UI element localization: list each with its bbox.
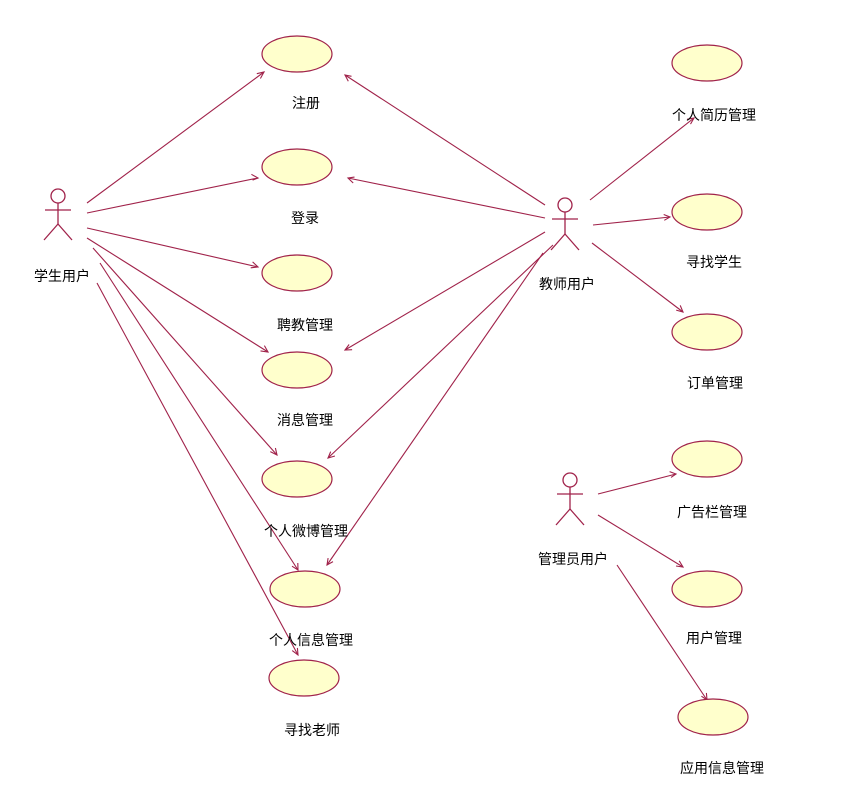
actor-right-leg <box>564 233 580 251</box>
labels: 学生用户 教师用户 管理员用户 注册 登录 聘教管理 消息管理 个人微博管理 个… <box>34 96 764 777</box>
usecase-label-user-mgmt: 用户管理 <box>686 630 742 647</box>
actor-label-teacher: 教师用户 <box>539 276 595 293</box>
assoc-admin-ad <box>597 473 677 495</box>
assoc-teacher-resume <box>589 117 695 201</box>
usecase-app-info[interactable] <box>677 698 749 736</box>
usecase-order[interactable] <box>671 313 743 351</box>
arrowhead <box>343 74 352 82</box>
usecase-label-hire: 聘教管理 <box>277 318 333 334</box>
actor-right-leg <box>569 508 585 526</box>
usecase-hire[interactable] <box>261 254 333 292</box>
usecase-ad[interactable] <box>671 440 743 478</box>
arrowhead <box>270 447 278 457</box>
arrowhead <box>686 117 696 125</box>
assoc-student-find-teacher <box>96 282 299 656</box>
arrowhead <box>669 471 678 478</box>
usecase-login[interactable] <box>261 148 333 186</box>
usecase-label-order: 订单管理 <box>687 376 743 392</box>
actor-admin[interactable] <box>555 472 585 526</box>
usecase-weibo[interactable] <box>261 460 333 498</box>
actor-left-leg <box>555 508 571 526</box>
usecase-label-register: 注册 <box>292 96 320 112</box>
assoc-student-message <box>86 237 269 353</box>
usecase-message[interactable] <box>261 351 333 389</box>
usecase-find-student[interactable] <box>671 193 743 231</box>
arrowhead <box>327 451 336 459</box>
arrowhead <box>343 344 353 351</box>
actor-head <box>50 188 66 204</box>
usecase-resume[interactable] <box>671 44 743 82</box>
actor-left-leg <box>43 223 59 241</box>
assoc-teacher-register <box>344 74 546 206</box>
actor-student[interactable] <box>43 188 73 241</box>
assoc-teacher-login <box>347 177 546 219</box>
usecase-label-app-info: 应用信息管理 <box>680 760 764 777</box>
use-cases <box>261 35 749 736</box>
assoc-student-register <box>86 71 265 204</box>
arrowhead <box>326 558 334 567</box>
usecase-register[interactable] <box>261 35 333 73</box>
usecase-user-mgmt[interactable] <box>671 570 743 608</box>
assoc-admin-app-info <box>616 564 708 701</box>
actor-head <box>557 197 573 213</box>
arrowhead <box>291 647 299 657</box>
actor-teacher[interactable] <box>550 197 580 251</box>
assoc-admin-user-mgmt <box>597 514 684 568</box>
usecase-label-weibo: 个人微博管理 <box>264 523 348 540</box>
association-lines <box>86 71 708 702</box>
arrowhead <box>291 562 299 572</box>
actor-right-leg <box>57 223 73 241</box>
usecase-label-resume: 个人简历管理 <box>672 107 756 124</box>
usecase-label-find-student: 寻找学生 <box>686 255 742 271</box>
arrowhead <box>250 261 260 269</box>
actor-label-admin: 管理员用户 <box>538 551 608 568</box>
usecase-label-ad: 广告栏管理 <box>677 505 747 521</box>
assoc-teacher-find-student <box>592 216 671 226</box>
actor-label-student: 学生用户 <box>34 268 90 285</box>
actor-head <box>562 472 578 488</box>
arrowhead <box>251 173 260 181</box>
arrowhead <box>675 560 685 568</box>
usecase-label-login: 登录 <box>291 211 319 227</box>
assoc-student-login <box>86 177 259 214</box>
arrowhead <box>256 71 266 79</box>
usecase-profile[interactable] <box>269 570 341 608</box>
assoc-student-hire <box>86 227 259 268</box>
usecase-label-profile: 个人信息管理 <box>269 632 353 649</box>
arrowhead <box>346 176 355 184</box>
assoc-teacher-order <box>591 242 684 313</box>
actor-left-leg <box>550 233 566 251</box>
assoc-teacher-profile <box>326 252 544 566</box>
arrowhead <box>676 305 684 313</box>
usecase-find-teacher[interactable] <box>268 659 340 697</box>
assoc-student-profile <box>99 262 299 571</box>
assoc-student-weibo <box>92 247 278 456</box>
usecase-label-find-teacher: 寻找老师 <box>284 723 340 739</box>
assoc-teacher-weibo <box>327 244 554 459</box>
arrowhead <box>260 345 270 353</box>
assoc-teacher-message <box>344 231 546 351</box>
usecase-label-message: 消息管理 <box>277 412 333 429</box>
arrowhead <box>663 213 672 221</box>
